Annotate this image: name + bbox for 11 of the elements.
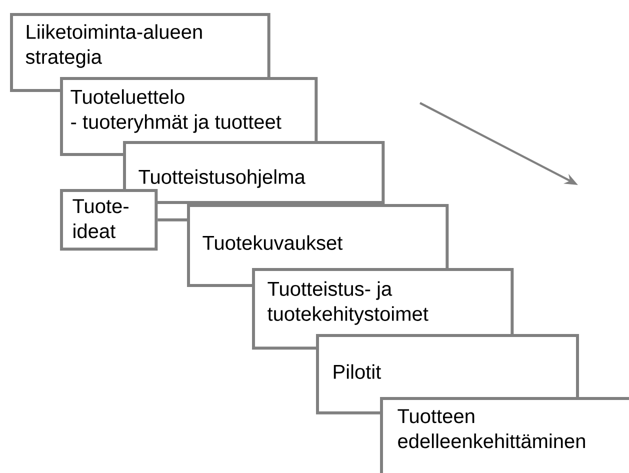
box-text: Tuoteluettelo - tuoteryhmät ja tuotteet — [70, 89, 282, 133]
box-text: Pilotit — [334, 364, 382, 379]
process-box — [60, 189, 158, 251]
box-text: Liiketoiminta-alueen strategia — [26, 24, 202, 68]
box-text: Tuotteistusohjelma — [138, 169, 306, 188]
box-text: Tuotekuvaukset — [202, 235, 343, 250]
connector-line — [158, 218, 187, 222]
box-text: Tuotteen edelleenkehittäminen — [398, 409, 585, 448]
box-text: Tuote-ideat — [72, 199, 128, 238]
process-box — [380, 397, 629, 473]
box-text: Tuotteistus- ja tuotekehitystoimet — [268, 281, 428, 325]
